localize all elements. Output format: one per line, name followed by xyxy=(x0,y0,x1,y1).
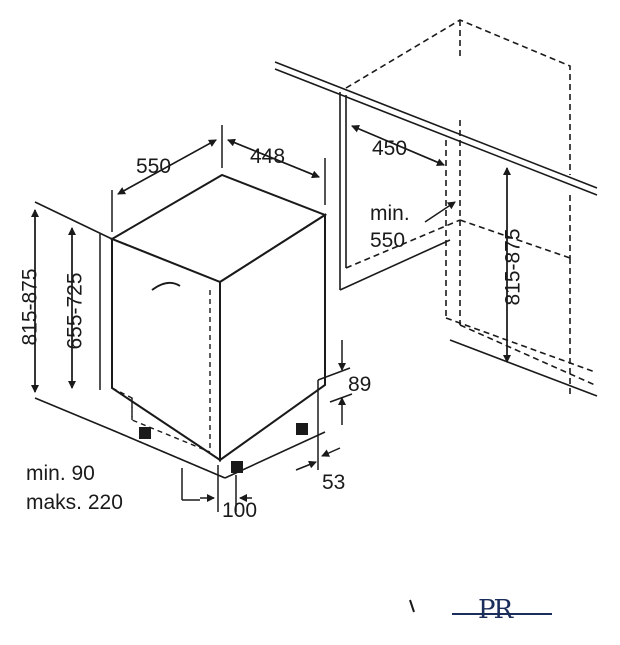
label-height-815-875-right: 815-875 xyxy=(501,228,525,306)
label-height-655-725: 655-725 xyxy=(63,272,87,350)
dishwasher-body xyxy=(109,173,328,473)
label-maks-220: maks. 220 xyxy=(26,491,123,514)
brand-logo: PR xyxy=(478,595,513,625)
niche-cabinet xyxy=(274,19,598,397)
label-min-550: 550 xyxy=(370,229,406,252)
dimension-lines xyxy=(31,125,511,512)
label-plinth-89: 89 xyxy=(348,373,372,396)
left-wall-lines xyxy=(34,201,326,479)
label-min: min. xyxy=(370,202,410,225)
label-plinth-53: 53 xyxy=(322,471,346,494)
label-height-815-875-left: 815-875 xyxy=(18,268,42,346)
tick-mark xyxy=(409,599,415,613)
label-dim-100: 100 xyxy=(222,499,258,522)
label-niche-450: 450 xyxy=(372,137,408,160)
label-depth-550: 550 xyxy=(136,155,172,178)
label-width-448: 448 xyxy=(250,145,286,168)
label-min-90: min. 90 xyxy=(26,462,95,485)
